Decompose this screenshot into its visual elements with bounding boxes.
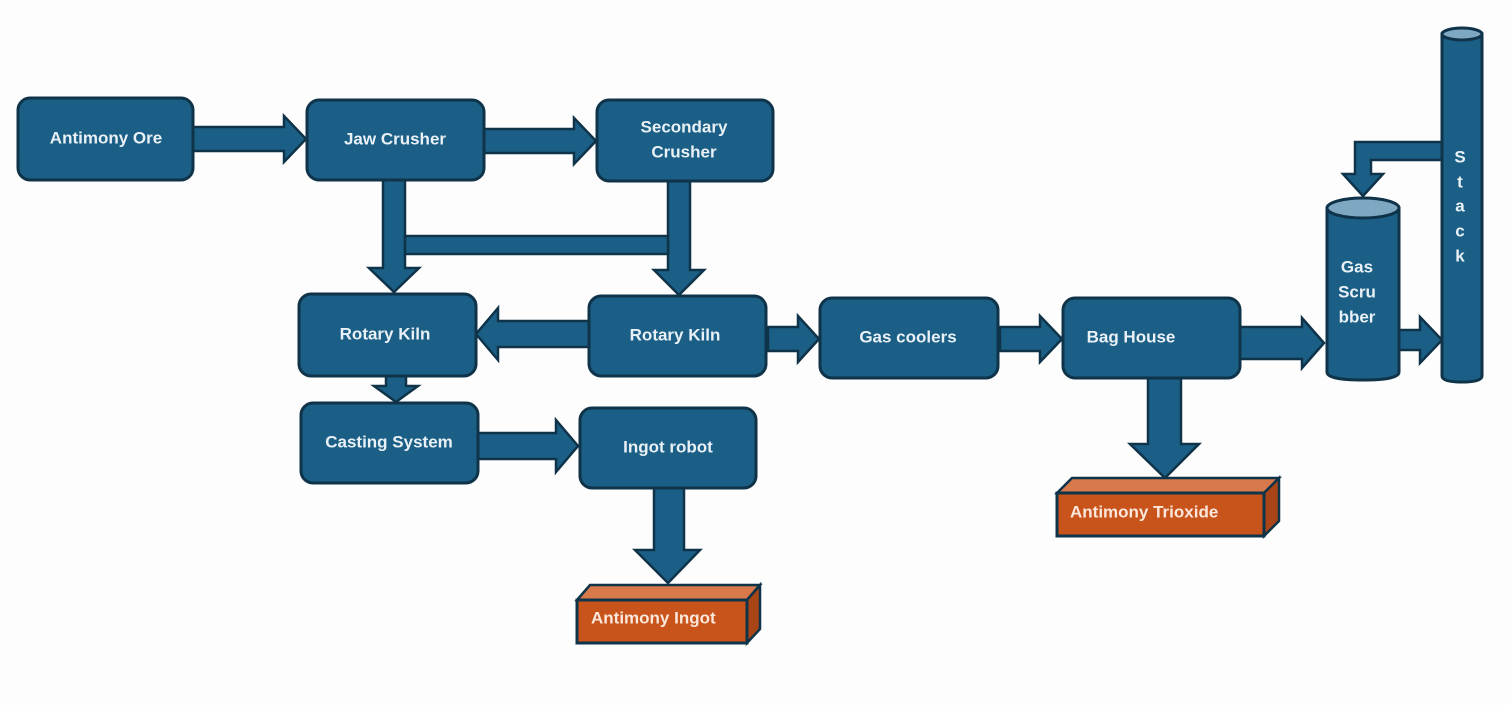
- product-label: Antimony Trioxide: [1070, 502, 1218, 521]
- arrow-bag-house-to-antimony-trioxide: [1126, 376, 1203, 480]
- arrow-bag-house-to-gas-scrubber: [1238, 314, 1326, 372]
- arrow-rotary-kiln-to-gas-coolers: [766, 312, 821, 366]
- node-gas-scrubber: Gas Scru bber: [1325, 196, 1401, 382]
- node-label-line1: Gas: [1341, 257, 1373, 276]
- arrow-rotary-kiln-to-casting-system: [370, 373, 422, 404]
- node-gas-coolers: Gas coolers: [818, 296, 1000, 380]
- stack-letter: S: [1454, 147, 1465, 166]
- node-stack: S t a c k: [1440, 26, 1484, 384]
- node-label: Casting System: [325, 432, 453, 451]
- node-label-line1: Secondary: [641, 117, 728, 136]
- arrow-stack-to-gas-scrubber: [1340, 140, 1444, 198]
- node-label: Antimony Ore: [50, 128, 162, 147]
- node-label-line2: Crusher: [651, 142, 717, 161]
- stack-letter: t: [1457, 172, 1463, 191]
- arrow-casting-to-ingot-robot: [476, 416, 580, 476]
- node-ingot-robot: Ingot robot: [578, 406, 758, 490]
- stack-letter: a: [1455, 196, 1465, 215]
- node-bag-house: Bag House: [1061, 296, 1242, 380]
- arrow-jaw-crusher-to-rotary-kiln-left: [365, 178, 423, 294]
- connector-bar: [403, 234, 670, 256]
- arrow-ore-to-jaw-crusher: [190, 112, 308, 166]
- node-label: Jaw Crusher: [344, 129, 446, 148]
- stack-letter: k: [1455, 246, 1465, 265]
- node-casting-system: Casting System: [299, 401, 480, 485]
- node-label: Ingot robot: [623, 437, 713, 456]
- node-antimony-ore: Antimony Ore: [16, 96, 195, 182]
- node-label: Rotary Kiln: [630, 325, 721, 344]
- product-antimony-ingot: Antimony Ingot: [574, 581, 763, 647]
- node-rotary-kiln-left: Rotary Kiln: [297, 292, 478, 378]
- node-label: Rotary Kiln: [340, 324, 431, 343]
- stack-letter: c: [1455, 221, 1464, 240]
- node-label: Gas coolers: [859, 327, 956, 346]
- arrow-rotary-kiln-right-to-left: [474, 304, 591, 364]
- node-rotary-kiln-right: Rotary Kiln: [587, 294, 768, 378]
- node-label-line3: bber: [1339, 307, 1376, 326]
- arrow-gas-coolers-to-bag-house: [998, 312, 1064, 366]
- node-label: Bag House: [1087, 327, 1176, 346]
- node-secondary-crusher: Secondary Crusher: [595, 98, 775, 183]
- arrow-jaw-to-secondary-crusher: [482, 114, 598, 168]
- product-antimony-trioxide: Antimony Trioxide: [1053, 474, 1283, 540]
- node-label-line2: Scru: [1338, 282, 1376, 301]
- product-label: Antimony Ingot: [591, 608, 716, 627]
- arrow-secondary-crusher-to-rotary-kiln-right: [650, 179, 708, 297]
- arrow-ingot-robot-to-antimony-ingot: [631, 486, 703, 585]
- node-jaw-crusher: Jaw Crusher: [305, 98, 486, 182]
